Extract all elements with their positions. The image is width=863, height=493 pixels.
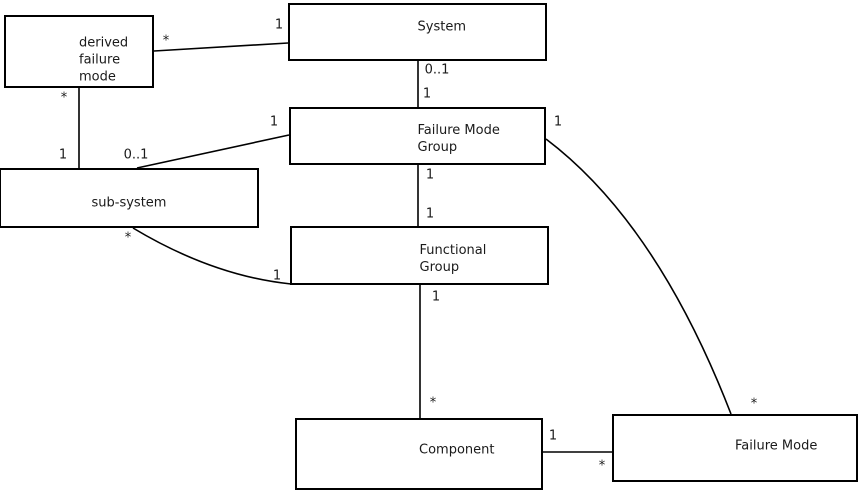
multiplicity-label: 1 <box>58 147 68 163</box>
multiplicity-label: 0..1 <box>424 62 450 78</box>
multiplicity-label: 1 <box>431 289 441 305</box>
node-label-line: Group <box>417 140 458 155</box>
node-failure-mode: Failure Mode <box>612 414 858 482</box>
node-component: Component <box>295 418 543 490</box>
edge-sub-system--failure-mode-group <box>136 134 290 169</box>
node-label-line: Failure Mode <box>417 123 500 138</box>
node-label: Component <box>419 442 494 459</box>
edge-derived-failure-mode--system <box>153 42 289 52</box>
multiplicity-label: * <box>124 230 132 246</box>
multiplicity-label: 1 <box>548 428 558 444</box>
node-label: Failure Mode <box>735 438 817 455</box>
node-label-line: Functional <box>419 242 487 258</box>
node-label-line: mode <box>79 69 116 84</box>
node-label-line: Group <box>419 259 460 275</box>
node-system: System <box>288 3 547 61</box>
multiplicity-label: 1 <box>274 17 284 33</box>
edge-failure-mode-group--failure-mode <box>545 138 732 415</box>
node-sub-system: sub-system <box>0 168 259 228</box>
node-label-line: sub-system <box>91 195 167 211</box>
multiplicity-label: 1 <box>425 167 435 183</box>
node-label: derived failure mode <box>79 34 128 85</box>
node-label-line: Failure Mode <box>735 438 818 454</box>
multiplicity-label: * <box>429 395 437 411</box>
multiplicity-label: 1 <box>553 114 563 130</box>
node-label-line: failure <box>79 52 121 67</box>
multiplicity-label: 1 <box>422 86 432 102</box>
multiplicity-label: * <box>60 90 68 106</box>
multiplicity-label: * <box>598 458 606 474</box>
node-label-line: System <box>417 19 466 35</box>
node-derived-failure-mode: derived failure mode <box>4 15 154 88</box>
edge-sub-system--functional-group <box>132 227 292 285</box>
multiplicity-label: 1 <box>272 268 282 284</box>
multiplicity-label: 1 <box>269 114 279 130</box>
multiplicity-label: 0..1 <box>123 147 149 163</box>
multiplicity-label: * <box>162 33 170 49</box>
node-label: sub-system <box>1 195 257 212</box>
node-label-line: Component <box>419 442 495 458</box>
multiplicity-label: 1 <box>425 206 435 222</box>
node-label: System <box>418 19 466 36</box>
node-label-line: derived <box>79 35 129 50</box>
multiplicity-label: * <box>750 396 758 412</box>
